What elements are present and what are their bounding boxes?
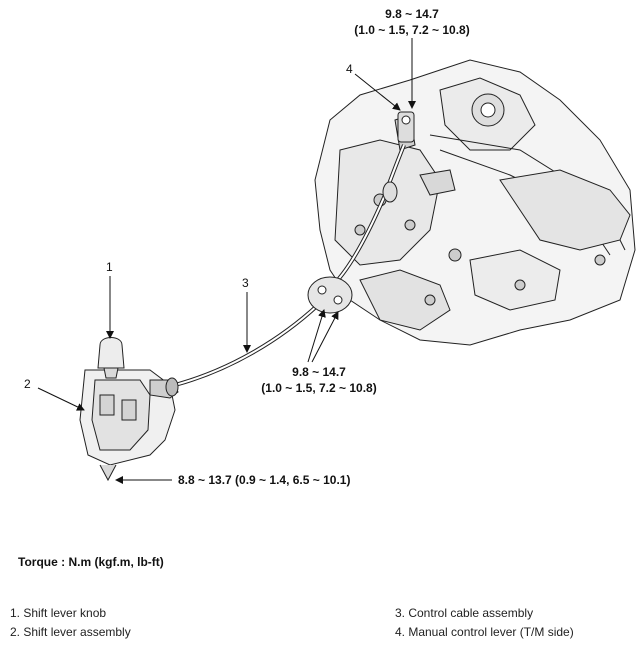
- cable-bracket: [307, 276, 353, 314]
- torque-unit-note: Torque : N.m (kgf.m, lb-ft): [18, 555, 164, 569]
- leader-lines: [37, 38, 416, 484]
- cable-grommet: [382, 181, 398, 203]
- torque-spec-middle: 9.8 ~ 14.7 (1.0 ~ 1.5, 7.2 ~ 10.8): [254, 364, 384, 396]
- callout-1: 1: [106, 260, 113, 274]
- torque-spec-middle-units: (1.0 ~ 1.5, 7.2 ~ 10.8): [261, 381, 377, 395]
- torque-spec-top-units: (1.0 ~ 1.5, 7.2 ~ 10.8): [354, 23, 470, 37]
- torque-spec-middle-value: 9.8 ~ 14.7: [292, 365, 346, 379]
- legend-item-control-cable-assembly: 3. Control cable assembly: [395, 606, 534, 620]
- callout-4: 4: [346, 62, 353, 76]
- transmission-assembly: [314, 59, 636, 346]
- shift-lever-assembly: [79, 369, 179, 482]
- legend-item-shift-lever-assembly: 2. Shift lever assembly: [10, 625, 131, 639]
- callout-2: 2: [24, 377, 31, 391]
- control-cable: [174, 144, 406, 387]
- shift-lever-knob: [97, 337, 125, 379]
- callout-3: 3: [242, 276, 249, 290]
- legend-item-shift-lever-knob: 1. Shift lever knob: [10, 606, 107, 620]
- torque-spec-bottom: 8.8 ~ 13.7 (0.9 ~ 1.4, 6.5 ~ 10.1): [178, 473, 351, 487]
- legend-item-manual-control-lever: 4. Manual control lever (T/M side): [395, 625, 574, 639]
- torque-spec-top: 9.8 ~ 14.7 (1.0 ~ 1.5, 7.2 ~ 10.8): [350, 6, 474, 38]
- exploded-diagram: [37, 38, 636, 484]
- torque-spec-top-value: 9.8 ~ 14.7: [385, 7, 439, 21]
- manual-control-lever: [397, 111, 415, 143]
